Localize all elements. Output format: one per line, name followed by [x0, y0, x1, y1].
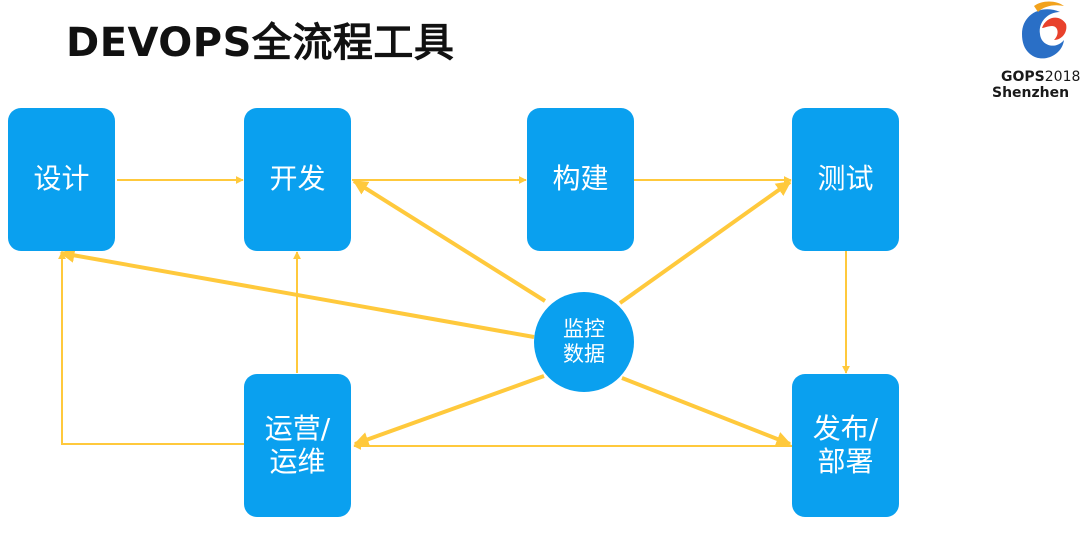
node-monitor: 监控 数据 — [534, 292, 634, 392]
node-ops: 运营/ 运维 — [244, 374, 351, 517]
gops-logo: GOPS2018 Shenzhen — [992, 0, 1080, 101]
logo-event-text: GOPS2018 — [1001, 69, 1080, 85]
arrow-monitor-to-test — [618, 180, 792, 305]
node-release: 发布/ 部署 — [792, 374, 899, 517]
arrow-monitor-to-develop — [352, 179, 547, 303]
node-design: 设计 — [8, 108, 115, 251]
logo-city-text: Shenzhen — [992, 85, 1070, 101]
node-build: 构建 — [527, 108, 634, 251]
node-test: 测试 — [792, 108, 899, 251]
arrow-monitor-to-design — [59, 247, 535, 339]
page-title: DEVOPS全流程工具 — [66, 20, 455, 66]
arrow-ops-to-design — [58, 251, 244, 445]
arrow-monitor-to-release — [621, 376, 792, 447]
node-develop: 开发 — [244, 108, 351, 251]
gops-swirl-icon — [1022, 1, 1067, 59]
arrow-monitor-to-ops — [353, 374, 545, 447]
